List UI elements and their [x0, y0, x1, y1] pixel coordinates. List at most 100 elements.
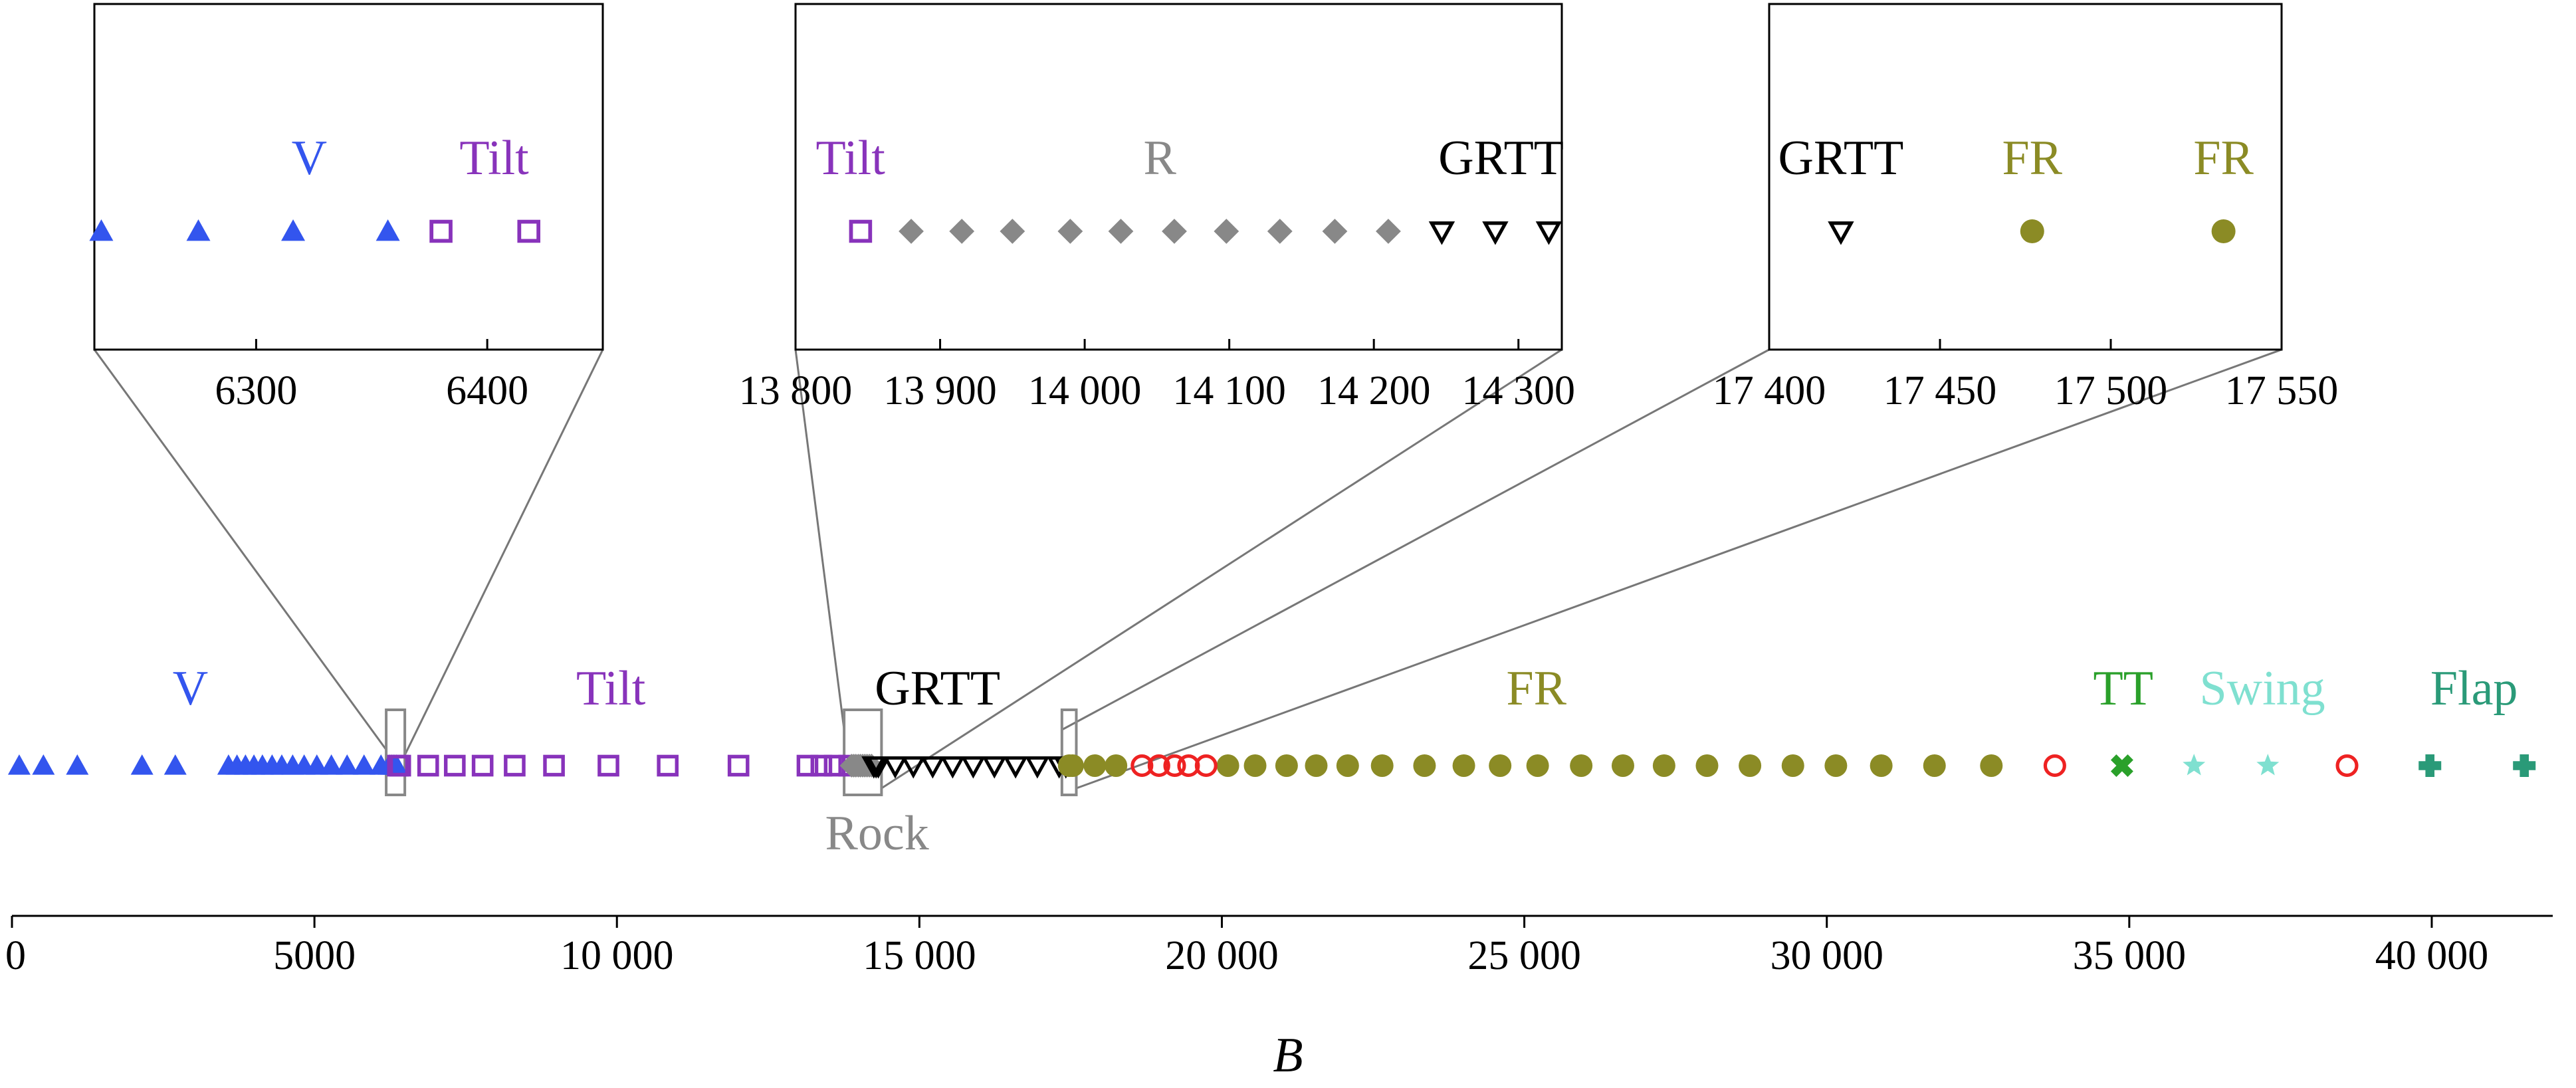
zoom-connector — [794, 349, 845, 730]
data-point-diamond — [1162, 219, 1187, 244]
data-point-diamond — [1322, 219, 1348, 244]
data-point-square-open — [597, 754, 619, 777]
inset-label: GRTT — [1438, 131, 1564, 185]
zoom-region-boxes — [385, 708, 1078, 796]
regime-label: V — [173, 661, 208, 716]
data-point-diamond — [1267, 219, 1293, 244]
data-point-star — [2183, 754, 2206, 776]
inset-frame — [93, 3, 604, 351]
data-point-triangle-down-open — [883, 756, 908, 779]
zoom-region-box — [385, 708, 407, 796]
data-point-circle — [1695, 754, 1719, 777]
data-point-circle — [1061, 754, 1084, 777]
data-point-triangle-up — [89, 219, 114, 241]
data-point-triangle-down-open — [940, 756, 966, 779]
inset-tick-label: 17 400 — [1713, 368, 1826, 413]
data-point-triangle-up — [305, 754, 328, 775]
regime-label: TT — [2093, 661, 2153, 716]
data-point-circle — [1611, 754, 1634, 777]
x-tick-label: 0 — [5, 933, 26, 978]
inset-label: FR — [2002, 131, 2063, 185]
data-point-square-open — [796, 754, 819, 777]
inset-tick-label: 6300 — [215, 368, 297, 413]
inset-tick-label: 17 450 — [1883, 368, 1997, 413]
data-point-circle — [1526, 754, 1549, 777]
data-point-circle — [2211, 219, 2236, 243]
inset-label: R — [1144, 131, 1177, 185]
inset-tick-label: 14 200 — [1317, 368, 1431, 413]
data-point-square-open — [429, 219, 453, 243]
data-point-diamond — [1108, 219, 1134, 244]
data-point-circle — [1739, 754, 1762, 777]
data-point-square-open — [657, 754, 679, 777]
regime-label: FR — [1507, 661, 1567, 716]
regime-label: Rock — [825, 806, 929, 861]
data-point-triangle-up — [186, 219, 211, 241]
x-tick-label: 25 000 — [1467, 933, 1581, 978]
data-point-circle — [2020, 219, 2044, 243]
x-tick-label: 10 000 — [560, 933, 674, 978]
data-point-square-open — [443, 754, 466, 777]
data-point-circle — [1275, 754, 1298, 777]
inset-tick-label: 13 900 — [883, 368, 997, 413]
zoom-connector — [1075, 348, 2282, 790]
data-point-diamond — [899, 219, 924, 244]
data-point-plus-thick — [2513, 754, 2536, 777]
data-point-circle — [1452, 754, 1475, 777]
data-point-circle — [1105, 754, 1128, 777]
inset-tick-label: 17 500 — [2054, 368, 2168, 413]
data-point-circle — [1870, 754, 1893, 777]
data-point-triangle-down-open — [920, 756, 945, 779]
data-point-diamond — [949, 219, 975, 244]
x-tick-label: 5000 — [273, 933, 356, 978]
data-point-diamond — [1057, 219, 1083, 244]
data-point-triangle-down-open — [865, 756, 891, 779]
data-point-triangle-down-open — [1428, 221, 1455, 245]
zoom-connector — [403, 349, 604, 756]
inset-label: Tilt — [459, 131, 529, 185]
zoom-region-box — [1060, 708, 1078, 796]
data-point-square-open — [389, 754, 411, 777]
inset-tick-label: 6400 — [446, 368, 528, 413]
regime-label: Flap — [2430, 661, 2518, 716]
regime-label: Swing — [2200, 661, 2325, 716]
data-point-triangle-up — [32, 754, 55, 775]
data-point-star — [2256, 754, 2280, 776]
zoom-connector — [1061, 348, 1770, 731]
data-point-circle-open — [1194, 754, 1218, 778]
data-point-circle — [1370, 754, 1394, 777]
data-point-triangle-up — [130, 754, 154, 775]
inset-label: FR — [2193, 131, 2254, 185]
data-point-circle — [1652, 754, 1675, 777]
data-point-square-open — [504, 754, 526, 777]
data-point-circle-open — [1147, 754, 1170, 778]
data-point-circle — [1336, 754, 1359, 777]
zoom-connector-lines — [93, 348, 2282, 790]
x-tick-label: 15 000 — [863, 933, 976, 978]
data-point-circle — [1824, 754, 1848, 777]
inset-label: Tilt — [816, 131, 886, 185]
data-point-triangle-up — [352, 754, 376, 775]
data-point-triangle-up — [376, 219, 400, 241]
data-point-triangle-up — [163, 754, 187, 775]
data-point-square-open — [517, 219, 541, 243]
inset-tick-label: 17 550 — [2225, 368, 2339, 413]
data-point-circle — [1243, 754, 1267, 777]
data-point-circle-open — [2335, 754, 2359, 778]
data-point-circle-open — [1130, 754, 1154, 778]
data-point-circle — [1489, 754, 1512, 777]
data-point-square-open — [727, 754, 750, 777]
data-point-triangle-down-open — [982, 756, 1007, 779]
data-point-triangle-up — [7, 754, 31, 775]
data-point-circle — [1980, 754, 2003, 777]
data-point-triangle-up — [320, 754, 343, 775]
inset-tick-label: 13 800 — [739, 368, 853, 413]
data-point-square-open — [543, 754, 565, 777]
data-point-square-open — [810, 754, 833, 777]
data-point-circle — [1413, 754, 1436, 777]
data-point-triangle-down-open — [960, 756, 986, 779]
